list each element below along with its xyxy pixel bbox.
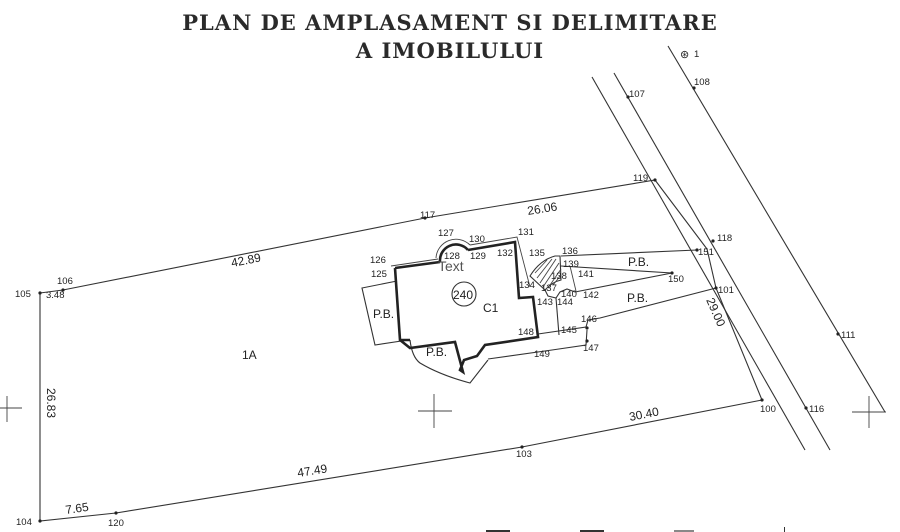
annex-label-right-lower: P.B.	[627, 291, 648, 305]
road-lines	[591, 45, 886, 451]
label-149: 149	[534, 349, 550, 360]
dim-103-120: 47.49	[296, 461, 328, 480]
dim-117-119: 26.06	[526, 199, 558, 218]
label-100: 100	[760, 404, 776, 415]
survey-points	[38, 86, 840, 523]
dim-101-100: 29.00	[703, 296, 728, 329]
building-upper-lines	[390, 236, 531, 288]
label-126: 126	[370, 255, 386, 266]
building-area-label: 240	[453, 288, 473, 302]
label-135: 135	[529, 248, 545, 259]
label-143: 143	[537, 297, 553, 308]
parcel-id-label: 1A	[242, 348, 257, 362]
annex-bottom	[409, 339, 489, 384]
overlay-text-label: Text	[438, 258, 464, 274]
label-141: 141	[578, 269, 594, 280]
label-128: 128	[444, 251, 460, 262]
annex-label-bottom: P.B.	[426, 345, 447, 359]
dim-104-105: 26.83	[44, 388, 58, 418]
label-144: 144	[557, 297, 573, 308]
annex-right	[560, 249, 698, 293]
building-area-marker	[451, 281, 477, 307]
label-131: 131	[518, 227, 534, 238]
dim-100-103: 30.40	[628, 404, 660, 424]
scale-bars	[486, 527, 785, 532]
zone-labels: 1A C1 240 Text P.B. P.B. P.B. P.B.	[242, 255, 649, 362]
dim-105-106: 3.48	[46, 290, 65, 301]
label-105: 105	[15, 289, 31, 300]
label-130: 130	[469, 234, 485, 245]
terrace-details	[487, 287, 717, 360]
dim-120-104: 7.65	[64, 500, 89, 517]
label-132: 132	[497, 248, 513, 259]
building-c1-outline	[393, 240, 540, 375]
plan-title-line-1: PLAN DE AMPLASAMENT SI DELIMITARE	[182, 10, 718, 35]
label-101: 101	[718, 285, 734, 296]
staircase	[529, 255, 562, 291]
annex-label-right-upper: P.B.	[628, 255, 649, 269]
label-136: 136	[562, 246, 578, 257]
label-120: 120	[108, 518, 124, 529]
label-146: 146	[581, 314, 597, 325]
label-129: 129	[470, 251, 486, 262]
dim-106-117: 42.89	[230, 250, 262, 270]
plan-title-line-2: A IMOBILULUI	[355, 38, 545, 63]
label-119: 119	[633, 173, 648, 184]
label-142: 142	[583, 290, 599, 301]
label-125: 125	[371, 269, 387, 280]
annex-left	[361, 280, 409, 346]
label-148: 148	[518, 327, 534, 338]
annex-label-left: P.B.	[373, 307, 394, 321]
label-116: 116	[809, 404, 824, 415]
label-139: 139	[563, 259, 579, 270]
label-134: 134	[519, 280, 535, 291]
building-code-label: C1	[483, 301, 499, 315]
parcel-boundary	[39, 179, 763, 522]
label-107: 107	[629, 89, 645, 100]
point-labels: 105 106 117 119 107 108 118 151 101 111 …	[15, 77, 855, 529]
label-151: 151	[698, 247, 714, 258]
label-138: 138	[551, 271, 567, 282]
label-111: 111	[841, 330, 855, 341]
label-117: 117	[420, 210, 435, 221]
grid-crosses	[0, 394, 886, 428]
label-147: 147	[583, 343, 599, 354]
label-145: 145	[561, 325, 577, 336]
label-140: 140	[561, 289, 577, 300]
label-127: 127	[438, 228, 454, 239]
label-103: 103	[516, 449, 532, 460]
label-104: 104	[16, 517, 32, 528]
label-137: 137	[541, 283, 557, 294]
north-marker: ⊛ 1	[680, 49, 699, 61]
label-108: 108	[694, 77, 710, 88]
north-marker-icon: ⊛	[680, 49, 689, 61]
label-106: 106	[57, 276, 73, 287]
label-150: 150	[668, 274, 684, 285]
label-118: 118	[717, 233, 732, 244]
north-marker-label: 1	[694, 49, 699, 60]
